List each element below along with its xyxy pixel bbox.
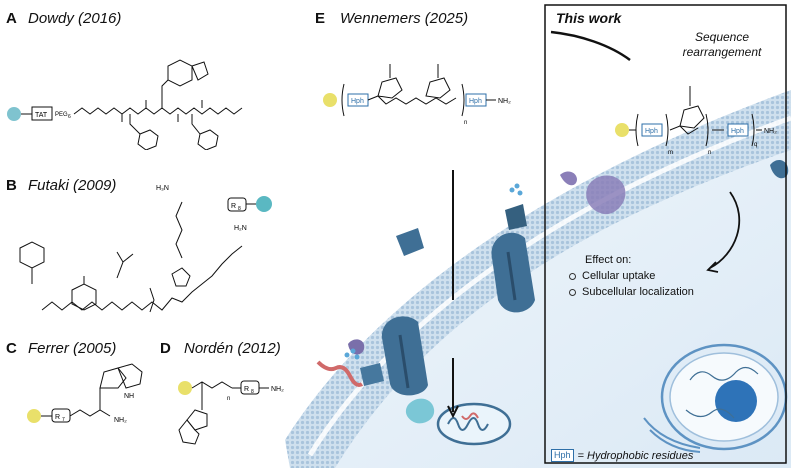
protein-teal: [405, 398, 435, 424]
transmembrane-protein-1: [491, 232, 535, 313]
nh2-label-tw: NH₂: [764, 128, 777, 135]
rearrangement-line: [550, 30, 631, 62]
this-work-structure: Hph m n Hph q NH₂: [615, 86, 777, 156]
effect-arrow: [709, 191, 741, 269]
panel-b-letter: B: [6, 177, 17, 194]
hph-label-tw1: Hph: [645, 128, 658, 135]
membrane-protein-small-1: [396, 228, 424, 256]
panel-c-letter: C: [6, 340, 17, 357]
cap-sphere-d: [178, 381, 192, 395]
backbone-b: [41, 245, 243, 311]
cap-sphere-e: [323, 93, 337, 107]
cap-sphere: [7, 107, 21, 121]
protein-purple-3: [348, 339, 365, 355]
peg-subscript: 6: [68, 114, 71, 120]
panel-d-title: Nordén (2012): [184, 340, 281, 357]
h3n-label: H₃N: [156, 185, 169, 192]
rearrangement-label: Sequence rearrangement: [679, 30, 765, 60]
panel-b-structure: H₃N H₂N R 8: [19, 185, 272, 313]
nucleolus: [715, 380, 757, 422]
effect-label-1: Cellular uptake: [582, 270, 656, 282]
panel-d-structure: n R 8 NH₂: [178, 380, 284, 445]
r8-label-d: R: [244, 386, 249, 393]
effect-item-1: Cellular uptake: [569, 268, 694, 284]
panel-a-title: Dowdy (2016): [28, 10, 122, 27]
bullet-icon: [569, 288, 576, 296]
panel-e-title: Wennemers (2025): [340, 10, 469, 27]
r7-label-c: R: [55, 414, 60, 421]
cap-sphere-b: [256, 196, 272, 212]
hph-box-tw2: [727, 123, 749, 137]
bullet-icon: [569, 272, 576, 280]
hph-label-tw2: Hph: [731, 128, 744, 135]
protein-purple-2: [560, 171, 577, 186]
peptide-dots: [344, 183, 523, 360]
hph-box-tw1: [641, 123, 663, 137]
protein-dark-right: [770, 159, 789, 179]
panel-c-structure: R 7 NH₂ NH: [27, 363, 143, 424]
effect-title: Effect on:: [585, 254, 632, 266]
legend-hph-tag: Hph: [551, 449, 574, 462]
n-subscript-tw: n: [708, 150, 711, 156]
nucleus-region: [643, 343, 788, 453]
backbone-a: [73, 107, 243, 115]
n-subscript-e: n: [464, 120, 467, 126]
panel-e-structure: Hph Hph NH₂ n: [323, 64, 511, 126]
mitochondrion: [436, 402, 512, 446]
hph-label-e1: Hph: [351, 98, 364, 105]
nh2-label-d: NH₂: [271, 386, 284, 393]
tat-box: [31, 106, 53, 121]
rearrangement-line1: Sequence: [694, 30, 750, 44]
rearrangement-line2: rearrangement: [682, 45, 762, 59]
cap-sphere-tw: [615, 123, 629, 137]
h2n-label: H₂N: [234, 225, 247, 232]
effect-list: Effect on: Cellular uptake Subcellular l…: [567, 252, 694, 300]
this-work-title: This work: [556, 10, 622, 26]
transmembrane-protein-2: [381, 316, 428, 396]
effect-item-2: Subcellular localization: [569, 284, 694, 300]
effect-label-2: Subcellular localization: [582, 286, 694, 298]
peptide-ribbon: [316, 360, 364, 387]
legend: Hph = Hydrophobic residues: [551, 449, 693, 462]
nh2-label-e: NH₂: [498, 98, 511, 105]
panel-b-title: Futaki (2009): [28, 177, 117, 194]
peg-label: PEG: [55, 112, 68, 118]
cap-sphere-c: [27, 409, 41, 423]
nh2-label-c: NH₂: [114, 417, 127, 424]
membrane-protein-small-3: [360, 363, 384, 386]
this-work-frame: [544, 4, 787, 464]
tat-label: TAT: [35, 112, 48, 119]
panel-e-letter: E: [315, 10, 326, 27]
r7-sub-c: 7: [62, 417, 65, 423]
r8-sub-d: 8: [251, 389, 254, 395]
r8-label-b: R: [231, 203, 236, 210]
panel-d-letter: D: [160, 340, 171, 357]
m-subscript: m: [668, 150, 673, 156]
legend-text: = Hydrophobic residues: [577, 449, 694, 462]
n-subscript-d: n: [227, 396, 230, 402]
r8-sub-b: 8: [238, 206, 241, 212]
panel-c-title: Ferrer (2005): [28, 340, 117, 357]
panel-a-structure: TAT PEG 6: [7, 59, 243, 150]
nh-label-c: NH: [124, 393, 134, 400]
hph-label-e2: Hph: [469, 98, 482, 105]
panel-a-letter: A: [6, 10, 17, 27]
q-subscript: q: [754, 142, 757, 148]
protein-purple-1: [586, 175, 626, 215]
membrane-protein-small-2: [505, 204, 527, 230]
cell-membrane: [285, 90, 791, 468]
